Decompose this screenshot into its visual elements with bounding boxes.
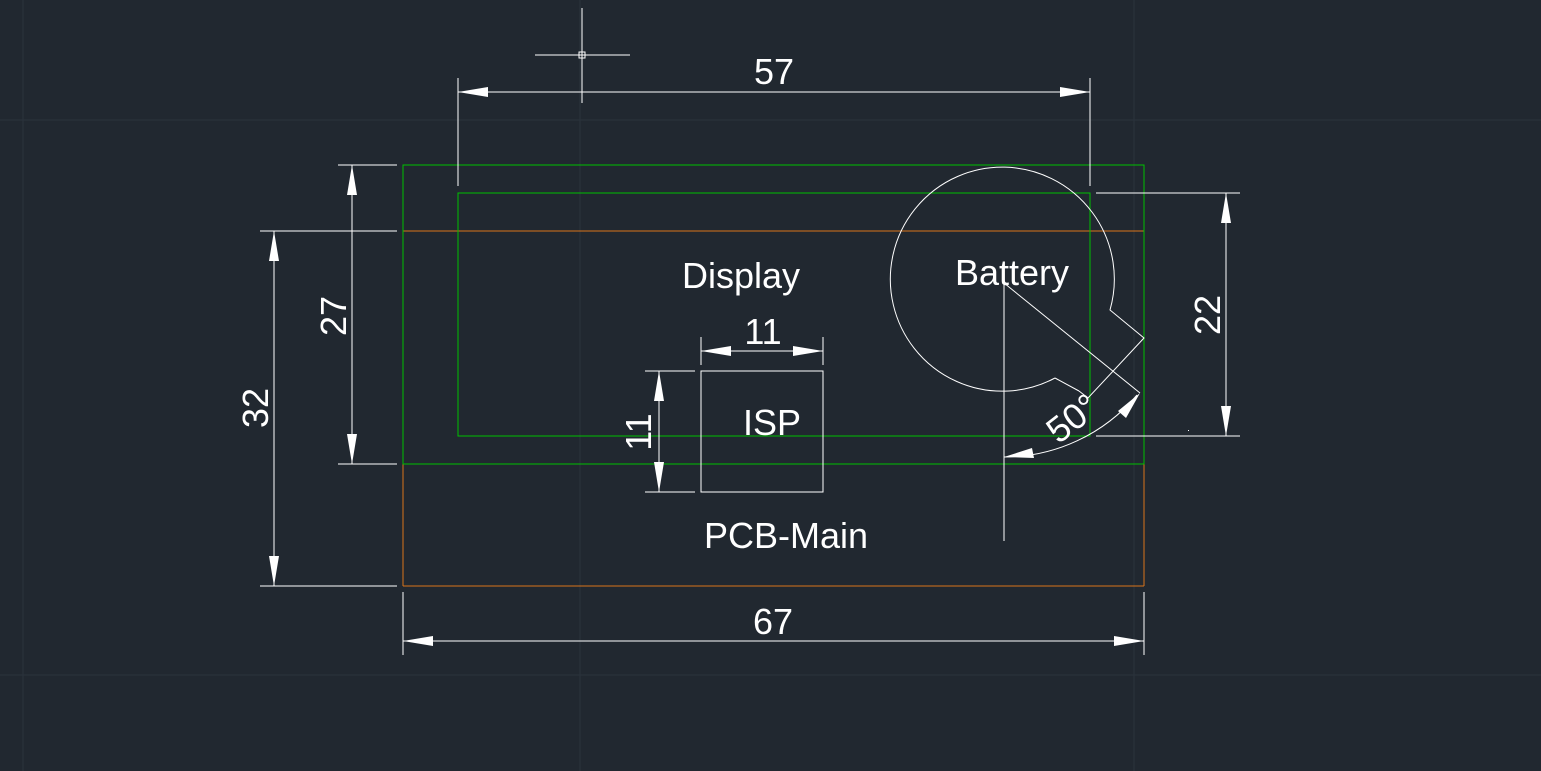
dimension-battery-height[interactable]: 22 — [1096, 192, 1240, 437]
dimension-board-height-label: 27 — [313, 296, 354, 336]
battery-outline[interactable] — [889, 166, 1145, 541]
dimension-isp-height-label: 11 — [618, 413, 659, 450]
dimension-pcb-width[interactable]: 67 — [402, 592, 1145, 655]
isp-outline[interactable] — [700, 370, 824, 493]
isp-label: ISP — [743, 402, 801, 443]
point-marker — [1188, 430, 1189, 431]
dimension-isp-width-label: 11 — [744, 311, 781, 352]
dimension-pcb-width-label: 67 — [753, 601, 793, 642]
board-outer-outline[interactable] — [402, 164, 1145, 465]
dimension-isp-width[interactable]: 11 — [700, 311, 824, 365]
dimension-display-width[interactable]: 57 — [457, 51, 1091, 186]
dimension-pcb-height[interactable]: 32 — [235, 230, 397, 587]
dimension-isp-height[interactable]: 11 — [618, 370, 695, 493]
battery-label: Battery — [955, 252, 1069, 293]
dimension-angle[interactable]: 50° — [1003, 385, 1140, 458]
dimension-angle-label: 50° — [1038, 385, 1106, 451]
pcb-main-label: PCB-Main — [704, 515, 868, 556]
dimension-board-height[interactable]: 27 — [313, 164, 397, 465]
display-label: Display — [682, 255, 800, 296]
crosshair-cursor-icon — [535, 8, 630, 103]
dimension-battery-height-label: 22 — [1187, 295, 1228, 335]
display-outline[interactable] — [457, 192, 1091, 437]
dimension-pcb-height-label: 32 — [235, 388, 276, 428]
dimension-display-width-label: 57 — [754, 51, 794, 92]
